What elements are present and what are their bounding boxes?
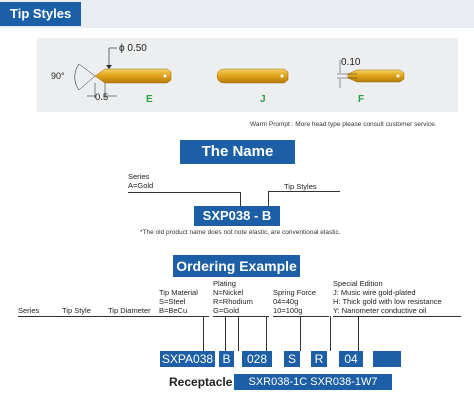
label-special-y: Y: Nanometer conductive oil: [333, 306, 427, 315]
ordering-banner: Ordering Example: [173, 255, 300, 277]
tip-letter-j: J: [260, 94, 266, 105]
connector-tipstyle-down: [225, 316, 226, 351]
connector-tip-material-down: [266, 316, 267, 351]
length-label: 0.5: [95, 92, 109, 103]
connector-spring-down: [330, 316, 331, 351]
label-spring-title: Spring Force: [273, 288, 316, 297]
label-tip-style: Tip Style: [62, 306, 91, 315]
label-plating-n: N=Nickel: [213, 288, 244, 297]
code-box-special-edition: [373, 351, 401, 367]
code-box-spring-force: 04: [339, 351, 363, 367]
tip-letter-e: E: [146, 94, 153, 105]
section-title-tip-styles: Tip Styles: [0, 2, 82, 26]
line-plating: [213, 316, 269, 317]
name-note: *The old product name does not note elas…: [140, 229, 341, 236]
name-tip-underline: [268, 191, 340, 192]
name-series-connector: [240, 192, 241, 206]
name-code-box: SXP038 - B: [194, 206, 280, 226]
label-tip-material-b: B=BeCu: [159, 306, 188, 315]
line-series: [18, 316, 203, 317]
f-dimension-label: 0.10: [341, 57, 361, 68]
pin-f-shape: [337, 60, 405, 88]
label-tip-diameter: Tip Diameter: [108, 306, 151, 315]
receptacle-value: SXR038-1C SXR038-1W7: [234, 374, 392, 390]
name-series-underline: [128, 192, 240, 193]
tip-letter-f: F: [358, 94, 365, 105]
connector-series: [203, 316, 204, 351]
connector-plating-down: [300, 316, 301, 351]
code-box-plating: R: [311, 351, 327, 367]
line-tip-material: [159, 316, 209, 317]
angle-label: 90°: [51, 71, 65, 81]
code-box-tip-material: S: [284, 351, 300, 367]
label-special-title: Special Edition: [333, 279, 383, 288]
line-special: [333, 316, 461, 317]
code-box-tip-style: B: [219, 351, 234, 367]
connector-special-down: [358, 316, 359, 351]
connector-diameter-down: [238, 316, 239, 351]
code-box-tip-diameter: 028: [242, 351, 272, 367]
diameter-label: ϕ 0.50: [119, 43, 147, 54]
label-plating-g: G=Gold: [213, 306, 240, 315]
label-plating-r: R=Rhodium: [213, 297, 253, 306]
name-series-title: Series: [128, 172, 150, 181]
name-series-value: A=Gold: [128, 181, 154, 190]
tip-diagram: [74, 47, 405, 98]
label-tip-material-title: Tip Material: [159, 288, 198, 297]
pin-e-shape: [74, 47, 172, 98]
label-tip-material-s: S=Steel: [159, 297, 186, 306]
name-tip-styles-label: Tip Styles: [284, 182, 317, 191]
name-tip-connector: [268, 191, 269, 206]
label-series: Series: [18, 306, 40, 315]
label-spring-04: 04=40g: [273, 297, 299, 306]
line-spring: [273, 316, 329, 317]
code-box-series: SXPA038: [160, 351, 215, 367]
name-banner: The Name: [180, 140, 295, 164]
label-spring-10: 10=100g: [273, 306, 303, 315]
pin-j-shape: [216, 68, 289, 84]
label-plating-title: Plating: [213, 279, 236, 288]
label-special-j: J: Music wire gold-plated: [333, 288, 416, 297]
label-special-h: H: Thick gold with low resistance: [333, 297, 442, 306]
receptacle-label: Receptacle: [169, 375, 233, 389]
warm-prompt: Warm Prompt : More head type please cons…: [250, 121, 437, 128]
